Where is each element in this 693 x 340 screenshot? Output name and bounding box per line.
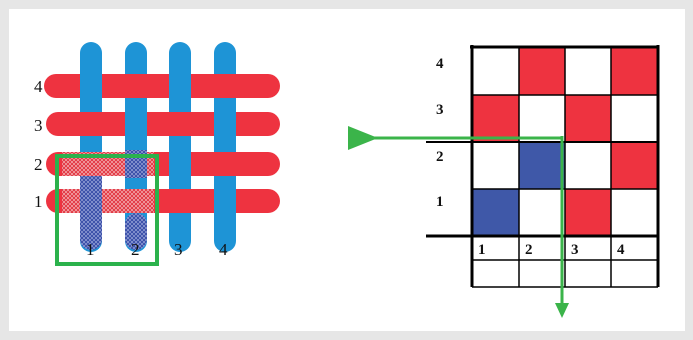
- warp-over-segments: [80, 68, 236, 219]
- grid-cell-white: [519, 189, 565, 236]
- weave-illustration: 4 3 2 1 1 2 3 4: [34, 42, 280, 266]
- grid-row-label: 3: [436, 102, 444, 118]
- weave-row-label: 1: [34, 192, 43, 211]
- warp-thread-4: [214, 42, 236, 252]
- grid-cell-white: [611, 95, 658, 142]
- grid-lines: [426, 45, 660, 288]
- grid-col-label: 4: [617, 242, 625, 258]
- grid-cell-white: [519, 95, 565, 142]
- grid-cell-white: [472, 142, 519, 189]
- weft-thread-3: [46, 112, 280, 136]
- grid-cell-blue: [472, 189, 519, 236]
- weave-grid: 4 3 2 1 1 2 3 4: [348, 45, 660, 318]
- weft-thread-4: [44, 74, 280, 98]
- grid-cell-blue: [519, 142, 565, 189]
- grid-cell-white: [565, 142, 611, 189]
- arrow-down-head: [555, 303, 569, 318]
- weave-col-label: 3: [174, 240, 183, 259]
- grid-cells: [472, 47, 658, 236]
- grid-cell-red: [565, 95, 611, 142]
- grid-col-label: 1: [478, 242, 486, 258]
- grid-cell-red: [565, 189, 611, 236]
- grid-row-label: 4: [436, 56, 444, 72]
- weave-row-label: 3: [34, 116, 43, 135]
- grid-cell-white: [565, 47, 611, 95]
- weave-row-label: 2: [34, 155, 43, 174]
- grid-row-label: 1: [436, 194, 444, 210]
- grid-cell-red: [611, 47, 658, 95]
- grid-row-label: 2: [436, 149, 444, 165]
- grid-col-label: 3: [571, 242, 579, 258]
- grid-cell-red: [472, 95, 519, 142]
- grid-cell-white: [611, 189, 658, 236]
- repeat-unit-hatched: [62, 150, 154, 250]
- weave-row-label: 4: [34, 77, 43, 96]
- repeat-unit-frame: [55, 154, 159, 266]
- grid-cell-red: [611, 142, 658, 189]
- weave-col-label: 2: [131, 240, 140, 259]
- grid-cell-white: [472, 47, 519, 95]
- weave-col-label: 1: [86, 240, 95, 259]
- grid-col-label: 2: [525, 242, 533, 258]
- weave-col-label: 4: [219, 240, 228, 259]
- repeat-arrows: [348, 126, 569, 318]
- grid-cell-red: [519, 47, 565, 95]
